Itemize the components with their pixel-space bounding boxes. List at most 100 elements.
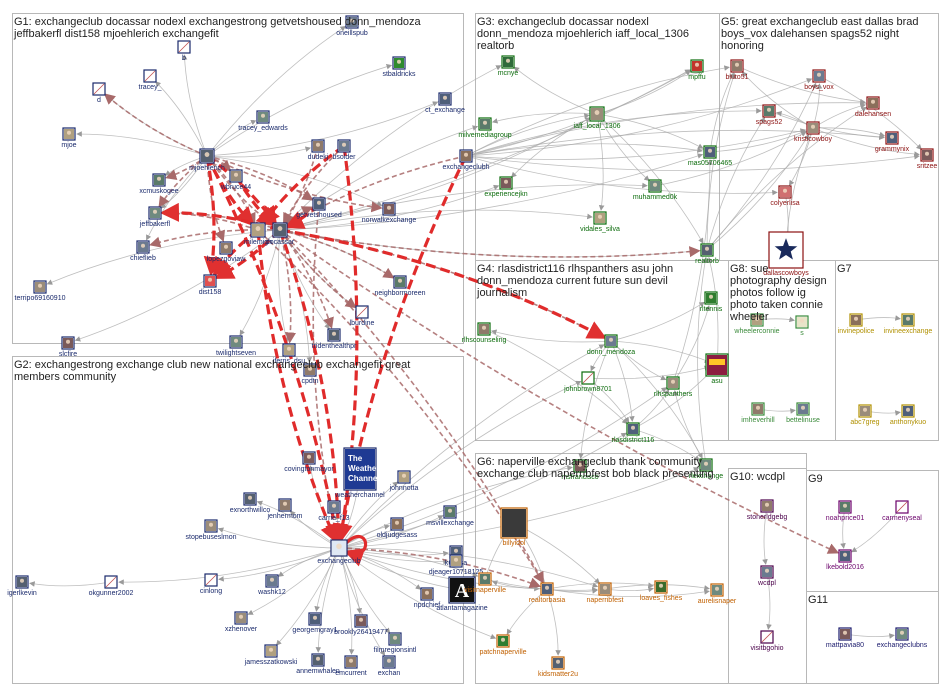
node-cpdtn[interactable]: cpdtn	[301, 363, 319, 385]
node-msvillexchange[interactable]: msvillexchange	[426, 505, 474, 527]
node-slcfire[interactable]: slcfire	[59, 336, 77, 358]
node-getvetshoused[interactable]: getvetshoused	[296, 197, 342, 219]
node-bluto51[interactable]: bluto51	[726, 59, 749, 81]
node-naperribfest[interactable]: naperribfest	[587, 582, 624, 604]
node-billyidol[interactable]: billyidol	[500, 507, 528, 547]
node-realtorbasia[interactable]: realtorbasia	[529, 582, 566, 604]
node-imheverhill[interactable]: imheverhill	[741, 402, 775, 424]
node-djeager10718125[interactable]: djeager10718125	[429, 554, 484, 576]
node-emcurrent[interactable]: emcurrent	[335, 655, 367, 677]
node-iaff_local_1306[interactable]: iaff_local_1306	[574, 106, 621, 130]
node-xcmuskogee[interactable]: xcmuskogee	[139, 173, 179, 195]
node-lopezgoviaw[interactable]: lopezgoviaw	[207, 241, 246, 263]
node-visitnaperville[interactable]: visitnaperville	[464, 572, 506, 594]
node-igerlkevin[interactable]: igerlkevin	[7, 575, 37, 597]
node-annemwhalen[interactable]: annemwhalen	[296, 653, 340, 675]
node-lkebold2016[interactable]: lkebold2016	[826, 549, 864, 571]
node-wbruce44[interactable]: wbruce44	[220, 169, 251, 191]
node-mpffu[interactable]: mpffu	[688, 59, 706, 81]
node-grammynix[interactable]: grammynix	[875, 131, 910, 153]
node-tridenthealthpr[interactable]: tridenthealthpr	[312, 328, 357, 350]
node-donn_mendoza[interactable]: donn_mendoza	[587, 334, 635, 356]
node-realtorb[interactable]: realtorb	[695, 243, 719, 265]
node-aurelisnaper[interactable]: aurelisnaper	[698, 583, 737, 605]
node-rlasdistrict116[interactable]: rlasdistrict116	[612, 422, 655, 444]
node-exchangeclub[interactable]: exchangeclub	[317, 539, 361, 565]
node-docassar[interactable]: docassar	[266, 222, 295, 246]
node-carmenyseal[interactable]: carmenyseal	[882, 500, 922, 522]
node-exchangeclubh[interactable]: exchangeclubh	[442, 149, 490, 171]
node-stopebuseslmon[interactable]: stopebuseslmon	[186, 519, 237, 541]
node-kidsmatter2u[interactable]: kidsmatter2u	[538, 656, 578, 678]
node-muhammed0k[interactable]: muhammed0k	[633, 179, 678, 201]
node-jeffbakerfl[interactable]: jeffbakerfl	[139, 206, 171, 228]
node-abc7greg[interactable]: abc7greg	[850, 404, 880, 426]
node-oneillspub[interactable]: oneillspub	[336, 15, 368, 37]
node-filmregionsintl[interactable]: filmregionsintl	[374, 632, 417, 654]
node-visitbgohio[interactable]: visitbgohio	[750, 630, 784, 652]
node-vidales_silva[interactable]: vidales_silva	[580, 211, 620, 233]
node-bettelinuse[interactable]: bettelinuse	[786, 402, 820, 424]
node-loaves_fishes[interactable]: loaves_fishes	[640, 580, 683, 602]
node-dallascowboys[interactable]: dallascowboys	[763, 231, 809, 277]
node-milvemediagroup[interactable]: milvemediagroup	[458, 117, 512, 139]
node-tracey_edwards[interactable]: tracey_edwards	[238, 110, 288, 132]
node-georgemgray1[interactable]: georgemgray1	[292, 612, 338, 634]
node-msfrancisco[interactable]: msfrancisco	[561, 459, 599, 481]
node-mjoe[interactable]: mjoe	[61, 127, 77, 149]
node-rlexchange[interactable]: rlexchange	[689, 458, 723, 480]
node-xzhenover[interactable]: xzhenover	[225, 611, 258, 633]
node-milemigh[interactable]: milemigh	[244, 222, 272, 246]
node-invineexchange[interactable]: invineexchange	[884, 313, 933, 335]
node-twilightseven[interactable]: twilightseven	[216, 335, 256, 357]
node-mattpavia80[interactable]: mattpavia80	[826, 627, 864, 649]
node-dalehansen[interactable]: dalehansen	[855, 96, 891, 118]
node-mjoehlerich[interactable]: mjoehlerich	[189, 148, 225, 172]
node-exchan[interactable]: exchan	[378, 655, 401, 677]
node-brookly26419477[interactable]: brookly26419477	[334, 614, 388, 636]
node-asu[interactable]: asu	[705, 353, 729, 385]
node-exnorthwillco[interactable]: exnorthwillco	[230, 492, 271, 514]
node-tracey_[interactable]: tracey_	[139, 69, 162, 91]
node-washk12[interactable]: washk12	[257, 574, 286, 596]
node-sue[interactable]: s	[795, 315, 809, 337]
node-dist158[interactable]: dist158	[199, 274, 222, 296]
node-d[interactable]: d	[92, 82, 106, 104]
node-jferris_dsu[interactable]: jferris_dsu	[272, 343, 305, 365]
node-spags52[interactable]: spags52	[756, 104, 783, 126]
node-bsolder[interactable]: bsolder	[333, 139, 357, 161]
node-patchnaperville[interactable]: patchnaperville	[479, 634, 527, 656]
node-jamesszatkowski[interactable]: jamesszatkowski	[244, 644, 298, 666]
node-norwalkexchange[interactable]: norwalkexchange	[362, 202, 417, 224]
node-npdchief[interactable]: npdchief	[414, 587, 441, 609]
node-neighbormoreen[interactable]: neighbormoreen	[375, 275, 426, 297]
node-anthonykuo[interactable]: anthonykuo	[890, 404, 926, 426]
node-experiencejkn[interactable]: experiencejkn	[484, 176, 528, 198]
node-wheelerconnie[interactable]: wheelerconnie	[733, 313, 780, 335]
node-kristicowboy[interactable]: kristicowboy	[794, 121, 833, 143]
node-mcnye[interactable]: mcnye	[498, 55, 519, 77]
node-boys_vox[interactable]: boys_vox	[804, 69, 834, 91]
node-mas05706465[interactable]: mas05706465	[688, 145, 732, 167]
node-stbaldricks[interactable]: stbaldricks	[382, 56, 416, 78]
node-exchangeclubns[interactable]: exchangeclubns	[877, 627, 928, 649]
node-colyerlisa[interactable]: colyerlisa	[770, 185, 800, 207]
node-johnnotta[interactable]: johnnotta	[389, 470, 419, 492]
node-wcdpl[interactable]: wcdpl	[757, 565, 776, 587]
node-cinlong[interactable]: cinlong	[200, 573, 222, 595]
node-dudekj[interactable]: dudekj	[308, 139, 329, 161]
node-sritzee[interactable]: sritzee	[917, 148, 938, 170]
node-carrie_f13[interactable]: carrie_f13	[318, 500, 350, 522]
node-rlhscounseling[interactable]: rlhscounseling	[462, 322, 507, 344]
node-okgunner2002[interactable]: okgunner2002	[89, 575, 134, 597]
node-noahprice01[interactable]: noahprice01	[826, 500, 865, 522]
node-invinepolice[interactable]: invinepolice	[838, 313, 875, 335]
node-b[interactable]: b	[177, 40, 191, 62]
node-lburdine[interactable]: lburdine	[350, 305, 375, 327]
node-terripo69160910[interactable]: terripo69160910	[15, 280, 66, 302]
node-ct_exchange[interactable]: ct_exchange	[425, 92, 465, 114]
node-covingtonmayor[interactable]: covingtonmayor	[284, 451, 334, 473]
node-oldjudgesass[interactable]: oldjudgesass	[377, 517, 418, 539]
